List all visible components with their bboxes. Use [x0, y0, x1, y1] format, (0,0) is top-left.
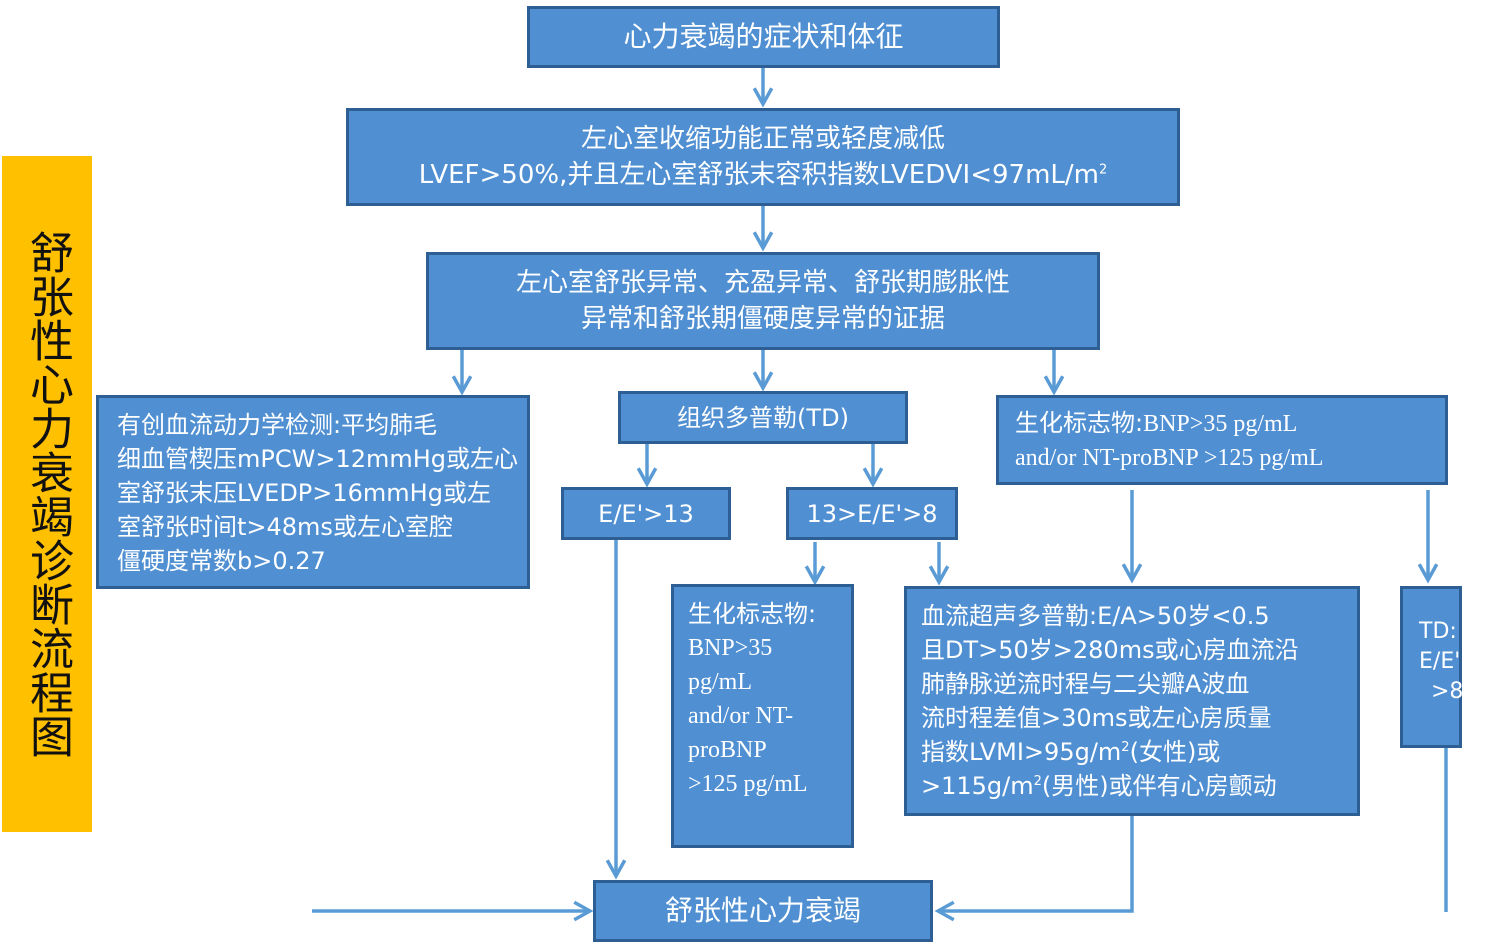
box-invasive-line1: 有创血流动力学检测:平均肺毛 — [117, 411, 438, 439]
box-doppler-line4: 流时程差值>30ms或左心房质量 — [921, 704, 1272, 732]
box-td-small: TD: E/E' >8 — [1400, 586, 1464, 748]
box-abnormal-line1: 左心室舒张异常、充盈异常、舒张期膨胀性 — [515, 268, 1010, 298]
box-biomarker-mid-line4: proBNP — [688, 737, 767, 763]
box-doppler-line5b: (女性)或 — [1129, 738, 1221, 766]
box-invasive-line4: 室舒张时间t>48ms或左心室腔 — [117, 513, 453, 541]
arrow-doppler-to-result — [938, 816, 1134, 911]
box-abnormal: 左心室舒张异常、充盈异常、舒张期膨胀性 异常和舒张期僵硬度异常的证据 — [426, 252, 1100, 350]
box-biomarker-right-line2: and/or NT-proBNP >125 pg/mL — [1015, 445, 1324, 471]
box-invasive-line2: 细血管楔压mPCW>12mmHg或左心 — [117, 445, 519, 473]
box-biomarker-right-line1: BNP>35 pg/mL — [1143, 411, 1298, 437]
box-ee8-text: 13>E/E'>8 — [806, 499, 938, 528]
box-result-text: 舒张性心力衰竭 — [664, 894, 861, 927]
box-td-small-line3: >8 — [1431, 679, 1464, 704]
box-td-small-line1: TD: — [1419, 619, 1457, 644]
box-doppler-line6: >115g/m2(男性)或伴有心房颤动 — [921, 769, 1357, 803]
box-biomarker-mid-label: 生化标志物: — [688, 600, 817, 628]
box-biomarker-right-label: 生化标志物: — [1015, 409, 1144, 437]
box-invasive-line3: 室舒张末压LVEDP>16mmHg或左 — [117, 479, 491, 507]
box-td: 组织多普勒(TD) — [618, 391, 908, 444]
box-doppler-line5: 指数LVMI>95g/m2(女性)或 — [921, 735, 1357, 769]
box-biomarker-right: 生化标志物:BNP>35 pg/mL and/or NT-proBNP >125… — [996, 395, 1448, 485]
box-invasive-line5: 僵硬度常数b>0.27 — [117, 547, 326, 575]
box-biomarker-mid-line1: BNP>35 — [688, 635, 773, 661]
box-doppler-line6-sup: 2 — [1033, 774, 1042, 789]
box-symptoms: 心力衰竭的症状和体征 — [527, 6, 1000, 68]
box-lvef-sup: 2 — [1099, 162, 1108, 178]
side-title: 舒张性心力衰竭诊断流程图 — [22, 230, 73, 758]
box-doppler-line6a: >115g/m — [921, 772, 1034, 800]
box-biomarker-mid-line5: >125 pg/mL — [688, 771, 808, 797]
box-doppler-line2: 且DT>50岁>280ms或心房血流沿 — [921, 636, 1299, 664]
box-ee13-text: E/E'>13 — [598, 499, 694, 528]
box-td-small-line2: E/E' — [1419, 649, 1461, 674]
box-abnormal-line2: 异常和舒张期僵硬度异常的证据 — [580, 304, 945, 334]
box-doppler-line6b: (男性)或伴有心房颤动 — [1041, 772, 1277, 800]
box-lvef: 左心室收缩功能正常或轻度减低 LVEF>50%,并且左心室舒张末容积指数LVED… — [346, 108, 1180, 206]
box-doppler: 血流超声多普勒:E/A>50岁<0.5 且DT>50岁>280ms或心房血流沿 … — [904, 586, 1360, 816]
box-result: 舒张性心力衰竭 — [593, 880, 933, 942]
box-doppler-line5a: 指数LVMI>95g/m — [921, 738, 1122, 766]
box-symptoms-text: 心力衰竭的症状和体征 — [623, 20, 904, 53]
box-ee13: E/E'>13 — [561, 487, 731, 540]
box-doppler-line3: 肺静脉逆流时程与二尖瓣A波血 — [921, 670, 1250, 698]
box-doppler-line5-sup: 2 — [1121, 740, 1130, 755]
box-ee8: 13>E/E'>8 — [786, 487, 958, 540]
box-lvef-line2: LVEF>50%,并且左心室舒张末容积指数LVEDVI<97mL/m — [418, 160, 1099, 190]
box-biomarker-mid: 生化标志物: BNP>35 pg/mL and/or NT- proBNP >1… — [671, 584, 854, 848]
box-lvef-line1: 左心室收缩功能正常或轻度减低 — [580, 124, 945, 154]
box-invasive: 有创血流动力学检测:平均肺毛 细血管楔压mPCW>12mmHg或左心 室舒张末压… — [96, 395, 530, 589]
box-biomarker-mid-line3: and/or NT- — [688, 703, 794, 729]
box-td-text: 组织多普勒(TD) — [677, 403, 849, 432]
box-lvef-line2-wrap: LVEF>50%,并且左心室舒张末容积指数LVEDVI<97mL/m2 — [419, 157, 1108, 193]
box-doppler-line1: 血流超声多普勒:E/A>50岁<0.5 — [921, 602, 1270, 630]
box-biomarker-right-line1-wrap: 生化标志物:BNP>35 pg/mL — [1015, 406, 1445, 441]
box-biomarker-mid-line2: pg/mL — [688, 669, 752, 695]
side-title-panel: 舒张性心力衰竭诊断流程图 — [2, 156, 92, 832]
